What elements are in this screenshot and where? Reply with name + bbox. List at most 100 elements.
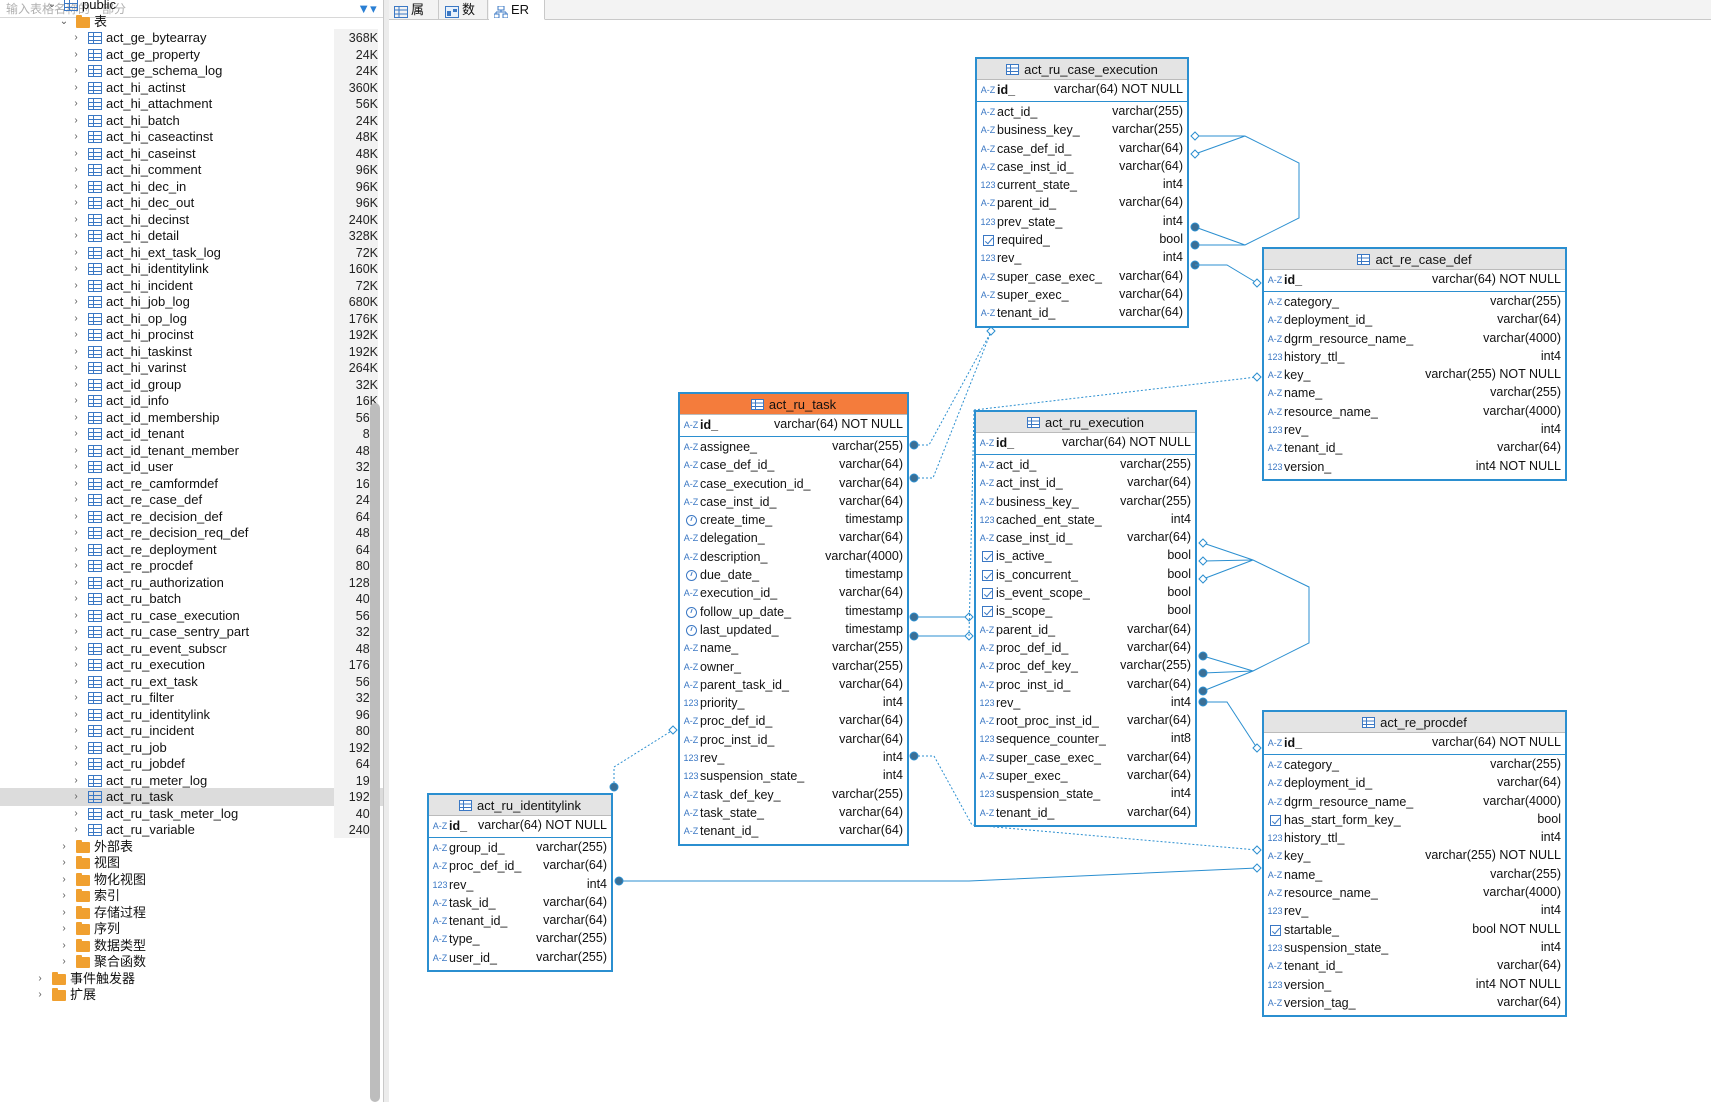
chevron-down-icon[interactable]: ⌄ (47, 0, 57, 10)
entity-header[interactable]: act_ru_task (680, 394, 907, 415)
chevron-right-icon[interactable]: › (74, 180, 78, 192)
chevron-right-icon[interactable]: › (74, 98, 78, 109)
chevron-right-icon[interactable]: › (74, 725, 78, 736)
entity-header[interactable]: act_ru_identitylink (429, 795, 611, 816)
chevron-right-icon[interactable]: › (74, 147, 78, 159)
column-row[interactable]: last_updated_timestamp (680, 622, 907, 640)
chevron-right-icon[interactable]: › (74, 197, 78, 208)
tree-folder-4[interactable]: ›存储过程 (0, 904, 383, 922)
tree-folder-7[interactable]: ›聚合函数 (0, 953, 383, 971)
chevron-right-icon[interactable]: › (62, 890, 66, 901)
entity-header[interactable]: act_ru_execution (976, 412, 1195, 433)
chevron-right-icon[interactable]: › (74, 758, 78, 769)
tree-folder-tables[interactable]: ⌄表 (0, 13, 383, 31)
column-row[interactable]: due_date_timestamp (680, 567, 907, 585)
column-row[interactable]: is_active_bool (976, 548, 1195, 566)
chevron-right-icon[interactable]: › (74, 824, 78, 835)
chevron-right-icon[interactable]: › (74, 213, 78, 225)
table-filter-input[interactable] (4, 0, 344, 17)
chevron-right-icon[interactable]: › (74, 807, 78, 819)
chevron-right-icon[interactable]: › (74, 81, 78, 93)
chevron-right-icon[interactable]: › (62, 840, 66, 852)
chevron-right-icon[interactable]: › (62, 939, 66, 951)
chevron-right-icon[interactable]: › (74, 477, 78, 489)
chevron-right-icon[interactable]: › (74, 428, 78, 439)
tree-folder-0[interactable]: ›外部表 (0, 838, 383, 856)
tree-folder-1[interactable]: ›视图 (0, 854, 383, 872)
chevron-right-icon[interactable]: › (74, 444, 78, 456)
column-row[interactable]: startable_bool NOT NULL (1264, 922, 1565, 940)
tree-root-folder-1[interactable]: ›扩展 (0, 986, 383, 1004)
chevron-right-icon[interactable]: › (74, 131, 78, 142)
chevron-right-icon[interactable]: › (38, 972, 42, 984)
tree-table-act-id-tenant[interactable]: ›act_id_tenant8K (0, 425, 383, 443)
chevron-right-icon[interactable]: › (74, 774, 78, 786)
chevron-right-icon[interactable]: › (74, 461, 78, 472)
chevron-right-icon[interactable]: › (62, 956, 66, 967)
chevron-down-icon[interactable]: ⌄ (59, 15, 69, 27)
column-row[interactable]: is_scope_bool (976, 603, 1195, 621)
